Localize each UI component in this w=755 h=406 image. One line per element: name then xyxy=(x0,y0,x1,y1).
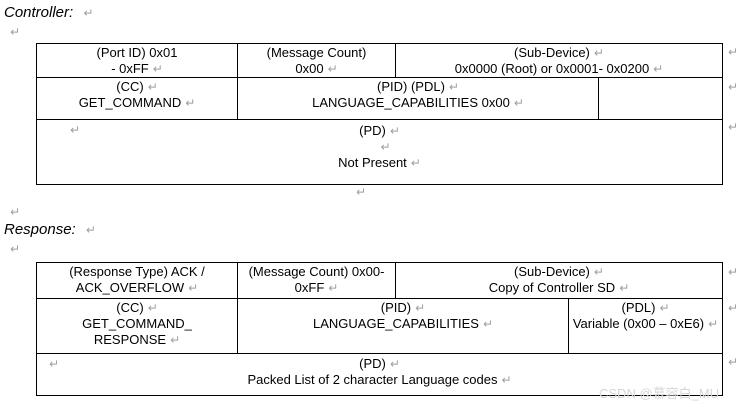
cell-message-count: (Message Count) 0x00↵ xyxy=(238,44,396,77)
watermark: CSDN @慕容白_MU xyxy=(599,386,720,401)
cell-line-text: GET_COMMAND_ xyxy=(82,316,192,331)
cell-line-text: (CC) xyxy=(116,79,144,94)
cell-line-text: (Message Count) xyxy=(266,45,367,60)
controller-heading-text: Controller: xyxy=(4,4,74,21)
controller-heading: Controller: ↵ xyxy=(4,4,93,21)
line-break-mark: ↵ xyxy=(49,357,60,371)
table-row: (Response Type) ACK / ACK_OVERFLOW↵ (Mes… xyxy=(37,263,722,299)
table-row: ↵ (PD)↵ ↵ Not Present↵ xyxy=(37,120,722,184)
cell-line-text: (PID) (PDL) xyxy=(377,79,445,94)
cell-line-text: (PD) xyxy=(359,123,386,138)
table-row: (CC)↵ GET_COMMAND↵ (PID) (PDL)↵ LANGUAGE… xyxy=(37,78,722,120)
cell-line-text: (Sub-Device) xyxy=(514,264,590,279)
line-break-mark: ↵ xyxy=(327,62,338,76)
cell-cc: (CC)↵ GET_COMMAND_ RESPONSE↵ xyxy=(37,299,238,353)
cell-pd: ↵ (PD)↵ ↵ Not Present↵ xyxy=(37,120,722,184)
line-break-mark: ↵ xyxy=(188,281,199,295)
paragraph-mark: ↵ xyxy=(85,223,96,237)
cell-empty xyxy=(599,78,722,119)
line-break-mark: ↵ xyxy=(70,123,81,137)
line-break-mark: ↵ xyxy=(448,80,459,94)
table-row: ↵ (PD)↵ Packed List of 2 character Langu… xyxy=(37,354,722,395)
cell-cc: (CC)↵ GET_COMMAND↵ xyxy=(37,78,238,119)
cell-line-text: (Message Count) 0x00- xyxy=(248,264,385,279)
response-heading-text: Response: xyxy=(4,221,76,238)
cell-line-text: (PD) xyxy=(359,356,386,371)
cell-line-text: Packed List of 2 character Language code… xyxy=(247,372,498,387)
cell-line-text: 0x0000 (Root) or 0x0001- 0x0200 xyxy=(454,61,650,76)
line-break-mark: ↵ xyxy=(482,317,493,331)
paragraph-mark: ↵ xyxy=(10,242,21,256)
paragraph-mark: ↵ xyxy=(356,185,367,199)
cell-sub-device: (Sub-Device)↵ Copy of Controller SD↵ xyxy=(396,263,722,298)
cell-response-type: (Response Type) ACK / ACK_OVERFLOW↵ xyxy=(37,263,238,298)
line-break-mark: ↵ xyxy=(708,317,719,331)
cell-pid: (PID)↵ LANGUAGE_CAPABILITIES↵ xyxy=(238,299,569,353)
cell-line-text: - 0xFF xyxy=(111,61,149,76)
line-break-mark: ↵ xyxy=(410,156,421,170)
row-end-mark: ↵ xyxy=(728,80,739,94)
line-break-mark: ↵ xyxy=(501,373,512,387)
line-break-mark: ↵ xyxy=(653,62,664,76)
line-break-mark: ↵ xyxy=(152,62,163,76)
table-row: (CC)↵ GET_COMMAND_ RESPONSE↵ (PID)↵ LANG… xyxy=(37,299,722,354)
controller-table: (Port ID) 0x01 - 0xFF↵ (Message Count) 0… xyxy=(36,43,723,185)
cell-line-text: Not Present xyxy=(338,155,407,170)
cell-line-text: LANGUAGE_CAPABILITIES xyxy=(313,316,479,331)
line-break-mark: ↵ xyxy=(513,96,524,110)
line-break-mark: ↵ xyxy=(185,96,196,110)
cell-line-text: Variable (0x00 – 0xE6) xyxy=(572,316,705,331)
cell-line-text: 0x00 xyxy=(295,61,324,76)
line-break-mark: ↵ xyxy=(659,301,670,315)
row-end-mark: ↵ xyxy=(728,355,739,369)
cell-line-text: RESPONSE xyxy=(93,332,167,347)
cell-line-text: ACK_OVERFLOW xyxy=(75,280,185,295)
response-heading: Response: ↵ xyxy=(4,221,96,238)
line-break-mark: ↵ xyxy=(415,301,426,315)
table-row: (Port ID) 0x01 - 0xFF↵ (Message Count) 0… xyxy=(37,44,722,78)
paragraph-mark: ↵ xyxy=(10,25,21,39)
line-break-mark: ↵ xyxy=(619,281,630,295)
cell-line-text: GET_COMMAND xyxy=(78,95,182,110)
cell-pdl: (PDL)↵ Variable (0x00 – 0xE6)↵ xyxy=(569,299,722,353)
line-break-mark: ↵ xyxy=(593,46,604,60)
line-break-mark: ↵ xyxy=(380,140,391,154)
row-end-mark: ↵ xyxy=(728,45,739,59)
cell-pd: ↵ (PD)↵ Packed List of 2 character Langu… xyxy=(37,354,722,395)
line-break-mark: ↵ xyxy=(389,357,400,371)
line-break-mark: ↵ xyxy=(593,265,604,279)
line-break-mark: ↵ xyxy=(147,80,158,94)
row-end-mark: ↵ xyxy=(728,301,739,315)
row-end-mark: ↵ xyxy=(728,120,739,134)
cell-line-text: LANGUAGE_CAPABILITIES 0x00 xyxy=(312,95,510,110)
cell-line-text: 0xFF xyxy=(294,280,325,295)
response-table: (Response Type) ACK / ACK_OVERFLOW↵ (Mes… xyxy=(36,262,723,396)
cell-message-count: (Message Count) 0x00- 0xFF↵ xyxy=(238,263,396,298)
row-end-mark: ↵ xyxy=(728,265,739,279)
paragraph-mark: ↵ xyxy=(83,6,94,20)
cell-port-id: (Port ID) 0x01 - 0xFF↵ xyxy=(37,44,238,77)
cell-pid-pdl: (PID) (PDL)↵ LANGUAGE_CAPABILITIES 0x00↵ xyxy=(238,78,599,119)
cell-line-text: (PID) xyxy=(380,300,412,315)
cell-line-text: Copy of Controller SD xyxy=(488,280,616,295)
line-break-mark: ↵ xyxy=(389,124,400,138)
cell-sub-device: (Sub-Device)↵ 0x0000 (Root) or 0x0001- 0… xyxy=(396,44,722,77)
line-break-mark: ↵ xyxy=(147,301,158,315)
cell-line-text: (Sub-Device) xyxy=(514,45,590,60)
line-break-mark: ↵ xyxy=(328,281,339,295)
line-break-mark: ↵ xyxy=(170,333,181,347)
cell-line-text: (CC) xyxy=(116,300,144,315)
paragraph-mark: ↵ xyxy=(10,205,21,219)
cell-line-text: (Response Type) ACK / xyxy=(69,264,205,279)
cell-line-text: (Port ID) 0x01 xyxy=(96,45,178,60)
cell-line-text: (PDL) xyxy=(621,300,656,315)
